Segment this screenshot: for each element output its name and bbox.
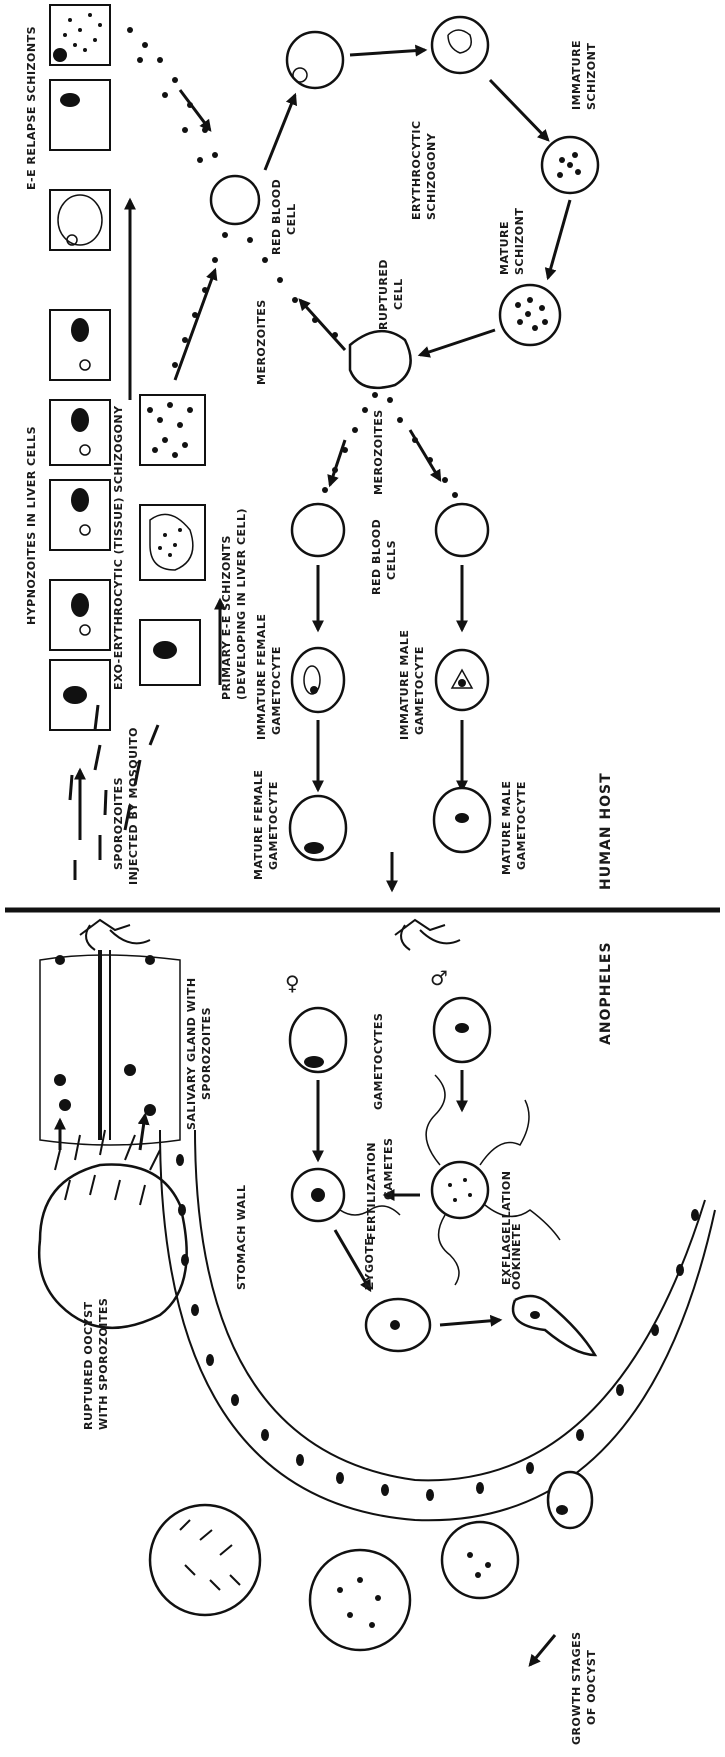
label-salivary-2: SPOROZOITES [200,1007,213,1100]
relapse-schizont-box [50,5,110,65]
label-immature-male-1: IMMATURE MALE [398,630,411,740]
label-red-blood-cells-2: CELLS [385,540,398,580]
label-mature-schizont-2: SCHIZONT [513,208,526,275]
exflagellation-cell [426,1075,560,1285]
label-immature-schizont-1: IMMATURE [570,40,583,110]
label-salivary-1: SALIVARY GLAND WITH [185,977,198,1130]
label-mature-male-1: MATURE MALE [500,781,513,875]
label-exo-erythrocytic: EXO-ERYTHROCYTIC (TISSUE) SCHIZOGONY [112,405,125,690]
label-hypnozoites: HYPNOZOITES IN LIVER CELLS [25,426,38,625]
red-blood-cell [211,176,259,224]
label-mature-schizont-1: MATURE [498,221,511,275]
label-ruptured-cell-2: CELL [392,278,405,310]
label-mature-male-2: GAMETOCYTE [515,781,528,870]
rbc-male-path [436,504,488,556]
label-merozoites-top: MEROZOITES [255,299,268,385]
rbc-female-path [292,504,344,556]
oocyst-small [442,1522,518,1598]
label-erythrocytic-2: SCHIZOGONY [425,132,438,220]
label-immature-male-2: GAMETOCYTE [413,646,426,735]
label-red-blood-cells-1: RED BLOOD [370,519,383,595]
salivary-gland [40,950,180,1145]
label-mature-female-1: MATURE FEMALE [252,770,265,880]
label-stomach-wall: STOMACH WALL [235,1184,248,1290]
label-immature-female-1: IMMATURE FEMALE [255,614,268,740]
oocyst-large [150,1505,260,1615]
labels: E-E RELAPSE SCHIZONTS HYPNOZOITES IN LIV… [25,26,614,1745]
label-red-blood-cell-1: RED BLOOD [270,179,283,255]
label-mature-female-2: GAMETOCYTE [267,781,280,870]
label-immature-schizont-2: SCHIZONT [585,43,598,110]
oocyst-medium [310,1550,410,1650]
label-sporozoites-2: INJECTED BY MOSQUITO [127,727,140,885]
label-sporozoites-1: SPOROZOITES [112,777,125,870]
label-ookinete: OÖKINETE [509,1223,523,1290]
label-ee-relapse: E-E RELAPSE SCHIZONTS [25,26,38,190]
mosquito-sketches [80,920,460,950]
label-gametocytes: GAMETOCYTES [372,1013,385,1110]
label-primary-ee-1: PRIMARY E-E SCHIZONTS [220,535,233,700]
female-symbol-icon: ♀ [285,971,300,995]
male-symbol-icon: ♂ [430,966,448,990]
label-growth-2: OF OOCYST [585,1650,598,1725]
label-immature-female-2: GAMETOCYTE [270,646,283,735]
label-ruptured-oocyst-2: WITH SPOROZOITES [97,1298,110,1430]
ruptured-cell [350,331,411,388]
oocyst-early [548,1472,592,1528]
label-ruptured-oocyst-1: RUPTURED OOCYST [82,1301,95,1430]
hypnozoite-liver-cells [50,80,110,730]
label-gametes: GAMETES [382,1138,395,1200]
label-ruptured-cell-1: RUPTURED [377,259,390,330]
label-growth-1: GROWTH STAGES [570,1631,583,1745]
label-erythrocytic-1: ERYTHROCYTIC [410,120,423,220]
label-human-host: HUMAN HOST [598,772,614,890]
ookinete [513,1296,595,1355]
label-fertilization: FERTILIZATION [365,1142,378,1240]
label-zygote: ZYGOTE [363,1238,376,1290]
label-red-blood-cell-2: CELL [285,203,298,235]
trophozoite-cell [432,17,488,73]
label-merozoites-mid: MEROZOITES [372,409,385,495]
label-anopheles: ANOPHELES [598,941,614,1045]
immature-female-gametocyte [292,648,344,712]
primary-ee-schizonts [140,395,205,685]
label-primary-ee-2: (DEVELOPING IN LIVER CELL) [235,508,248,700]
